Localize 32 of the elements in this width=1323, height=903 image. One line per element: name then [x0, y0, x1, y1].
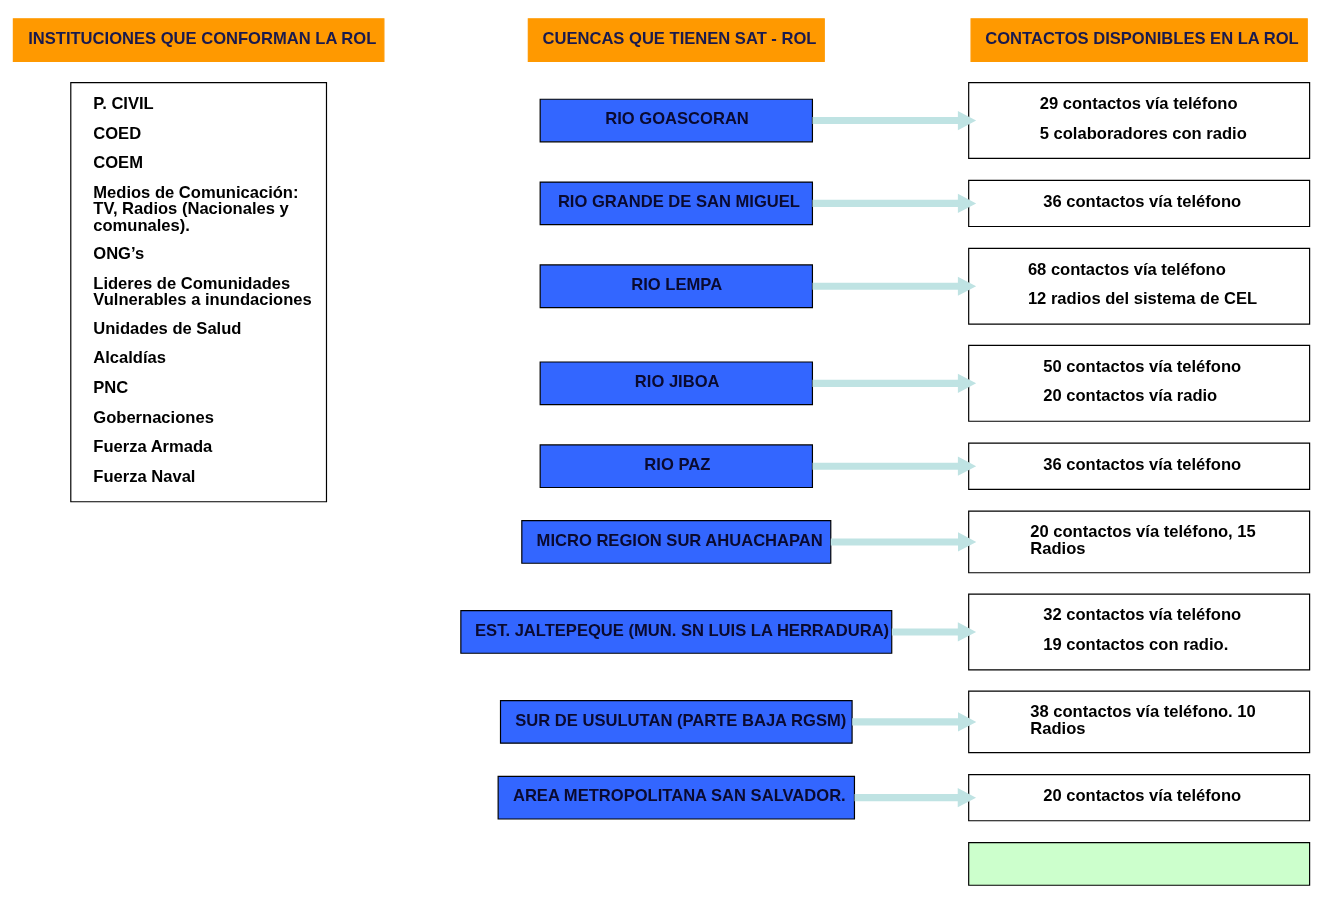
node-box: P. CIVIL COED COEM Medios de Comunicación: TV, Radios (Nacionales y comunales). ONG’s Lideres de Comunidades Vulnerables a inundaciones Unidades de Salud Alcaldías PNC Gobernaciones Fuerza Armada Fuerza Naval	[70, 81, 328, 502]
arrow	[812, 456, 977, 476]
node-box: RIO JIBOA	[539, 360, 813, 405]
node-box: MICRO REGION SUR AHUACHAPAN	[521, 519, 832, 564]
node-box: EST. JALTEPEQUE (MUN. SN LUIS LA HERRADURA)	[460, 609, 893, 654]
node-box: 32 contactos vía teléfono 19 contactos con radio.	[968, 592, 1311, 670]
node-box: RIO GOASCORAN	[539, 98, 813, 142]
node-box: INSTITUCIONES QUE CONFORMAN LA ROL	[12, 17, 385, 62]
arrow	[812, 110, 977, 130]
node-box: RIO LEMPA	[539, 263, 813, 308]
node-box: 29 contactos vía teléfono 5 colaboradores con radio	[968, 81, 1311, 159]
node-box: 20 contactos vía teléfono	[968, 773, 1311, 821]
node-box: CONTACTOS DISPONIBLES EN LA ROL	[970, 17, 1308, 62]
node-box: 36 contactos vía teléfono	[968, 179, 1311, 227]
node-box: 50 contactos vía teléfono 20 contactos vía radio	[968, 344, 1311, 422]
arrow	[891, 621, 977, 642]
node-box	[968, 841, 1311, 886]
arrow	[830, 531, 977, 552]
arrow	[812, 276, 977, 296]
node-box: RIO GRANDE DE SAN MIGUEL	[539, 181, 813, 225]
arrow	[854, 787, 977, 807]
node-box: CUENCAS QUE TIENEN SAT - ROL	[527, 17, 825, 62]
arrow	[852, 711, 977, 731]
arrow	[812, 373, 977, 393]
node-box: 68 contactos vía teléfono 12 radios del sistema de CEL	[968, 247, 1311, 325]
node-box: 38 contactos vía teléfono. 10 Radios	[968, 690, 1311, 753]
node-box: 36 contactos vía teléfono	[968, 442, 1311, 490]
node-box: SUR DE USULUTAN (PARTE BAJA RGSM)	[499, 699, 853, 744]
node-box: AREA METROPOLITANA SAN SALVADOR.	[497, 775, 856, 820]
node-box: RIO PAZ	[539, 443, 813, 488]
node-box: 20 contactos vía teléfono, 15 Radios	[968, 510, 1311, 573]
arrow	[812, 193, 977, 213]
